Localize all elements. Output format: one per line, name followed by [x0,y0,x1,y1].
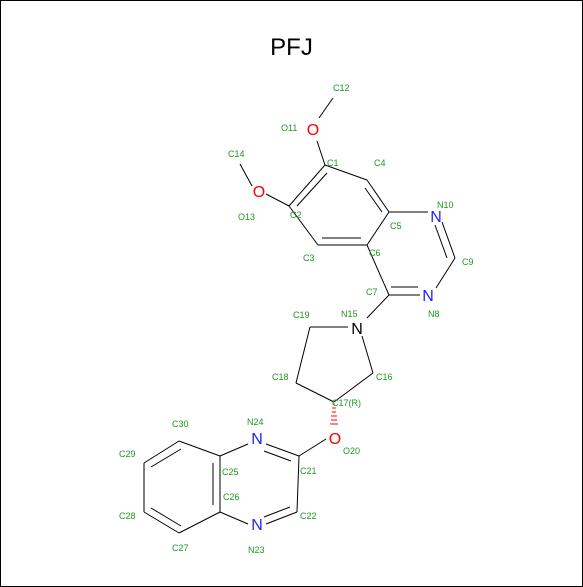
atom-label: C19 [293,310,310,320]
bond [361,335,374,374]
atom-symbol: O [329,431,341,448]
bond [441,221,456,259]
bond [288,205,319,246]
atom-label-layer: C12 O11 C1 C4 C14 C2 O13 N10 C5 C6 C3 C9… [119,83,474,555]
atom-label: C5 [390,221,402,231]
atom-label: C12 [333,83,350,93]
bond [178,440,221,457]
bond [296,172,328,207]
atom-label: C25 [222,467,239,477]
bond [366,244,390,296]
atom-label: C18 [272,372,289,382]
atom-label: C17(R) [332,398,361,408]
atom-label: N8 [428,309,440,319]
bond [333,372,374,403]
atom-symbol: N [422,288,434,305]
bond [265,443,300,457]
atom-label: N24 [247,417,264,427]
atom-label: C2 [290,210,302,220]
heteroatom-layer: O O N N N O N N [251,122,442,534]
atom-label: C29 [119,449,136,459]
bond [263,506,291,518]
atom-label: O13 [238,212,255,222]
bond [364,187,383,213]
atom-label: C21 [300,466,317,476]
atom-label: C26 [223,492,240,502]
bond [219,443,249,457]
atom-label: O11 [281,123,297,133]
bond [263,450,292,462]
bond [295,326,311,384]
atom-label: C3 [303,253,315,263]
atom-label: C28 [119,511,136,521]
bond [435,257,456,289]
atom-label: O20 [343,446,360,456]
atom-symbol: N [351,321,363,338]
bond [366,294,390,319]
bond [366,211,390,246]
atom-label: C27 [172,543,189,553]
atom-label: N23 [248,545,265,555]
bond [366,179,390,213]
bond [316,140,326,166]
bond [434,224,448,259]
atom-symbol: N [251,517,263,534]
atom-label: N15 [341,309,358,319]
hashed-stereo-bond [330,403,338,425]
bond [318,97,334,119]
atom-label: C14 [228,149,245,159]
atom-label: C7 [366,287,378,297]
bond [265,193,290,207]
bond [150,507,182,527]
bond-layer [143,97,456,534]
atom-symbol: N [251,431,263,448]
bond [324,164,368,181]
atom-label: C4 [374,158,386,168]
atom-symbol: N [430,209,442,226]
bond [143,440,180,464]
bond [239,163,253,187]
atom-label: C1 [327,158,339,168]
atom-label: C30 [172,419,189,429]
molecule-title: PFJ [270,34,313,61]
atom-label: C16 [376,372,393,382]
atom-label: C9 [462,257,474,267]
bond [178,511,221,534]
bond [143,511,180,534]
bond [295,382,335,403]
bond [150,448,182,468]
bond [288,164,326,207]
bond [296,455,300,513]
bond [265,511,298,525]
atom-symbol: O [307,122,319,139]
atom-label: C6 [369,248,381,258]
atom-label: N10 [437,200,454,210]
atom-label: C22 [300,511,317,521]
bond [219,511,249,525]
bond [298,438,327,457]
atom-symbol: O [253,184,265,201]
